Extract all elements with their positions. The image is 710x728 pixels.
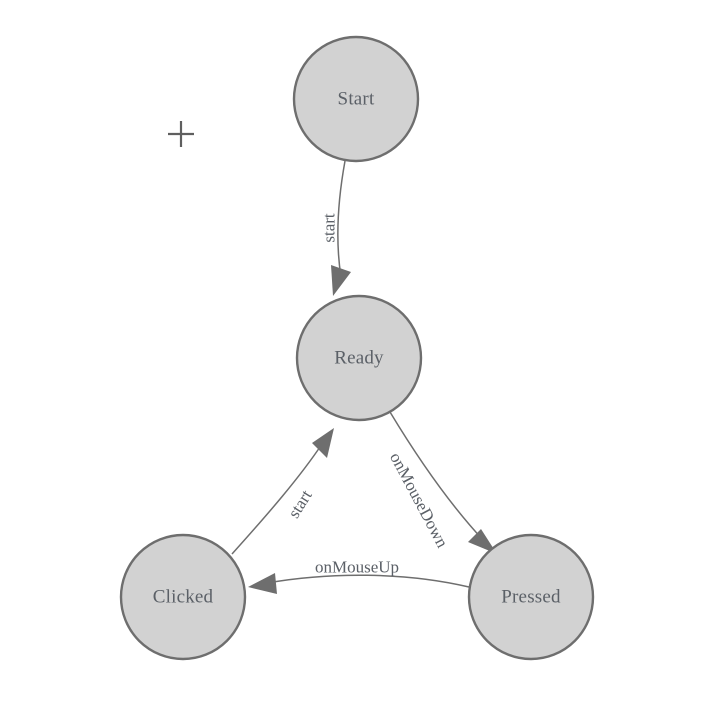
node-clicked[interactable]: Clicked [119, 533, 247, 661]
node-label: Ready [334, 348, 384, 369]
edge-clicked-to-ready[interactable]: start [231, 428, 334, 555]
node-label: Pressed [501, 587, 561, 608]
arrowhead-icon [248, 573, 277, 594]
edge-line[interactable] [266, 574, 470, 588]
node-shape[interactable] [467, 533, 595, 661]
arrowhead-icon [312, 428, 334, 458]
edge-label: onMouseDown [386, 449, 452, 551]
node-shape[interactable] [295, 294, 423, 422]
node-start[interactable]: Start [292, 35, 420, 163]
edge-label: onMouseUp [315, 558, 399, 577]
node-shape[interactable] [292, 35, 420, 163]
arrowhead-icon [468, 529, 497, 554]
node-ready[interactable]: Ready [295, 294, 423, 422]
edge-line[interactable] [337, 160, 346, 278]
edge-start-to-ready[interactable]: start [320, 160, 352, 296]
node-pressed[interactable]: Pressed [467, 533, 595, 661]
crosshair-icon [168, 121, 194, 147]
node-shape[interactable] [119, 533, 247, 661]
edge-line[interactable] [231, 443, 323, 555]
edge-label: start [284, 486, 316, 521]
edge-ready-to-pressed[interactable]: onMouseDown [386, 411, 497, 554]
node-label: Start [338, 89, 375, 110]
edge-pressed-to-clicked[interactable]: onMouseUp [248, 558, 470, 595]
arrowhead-icon [331, 265, 351, 296]
edge-line[interactable] [389, 411, 485, 542]
edge-label: start [320, 213, 339, 243]
node-label: Clicked [153, 587, 214, 608]
